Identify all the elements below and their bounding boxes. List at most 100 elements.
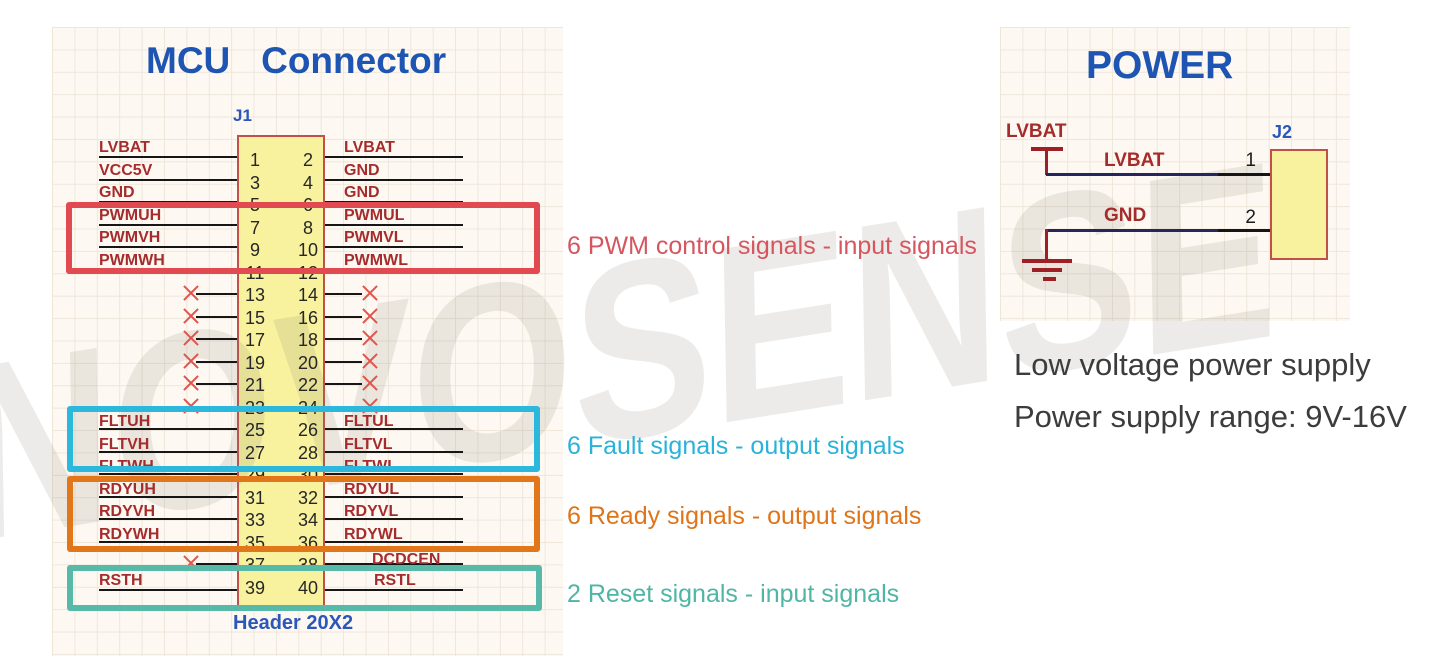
pin-number-right: 10 xyxy=(297,240,319,260)
pin-wire-left xyxy=(196,316,237,318)
j2-pin1-stub xyxy=(1218,173,1270,176)
pin-wire-right xyxy=(325,293,362,295)
pin-wire-left xyxy=(196,361,237,363)
no-connect-icon xyxy=(183,353,199,369)
net-label-left: FLTUH xyxy=(99,413,151,430)
gnd-net-label: GND xyxy=(1104,205,1147,226)
pin-number-right: 18 xyxy=(297,330,319,350)
pin-number-left: 1 xyxy=(249,150,260,170)
net-label-left: PWMWH xyxy=(99,252,165,269)
net-label-left: RSTH xyxy=(99,572,143,589)
no-connect-icon xyxy=(183,330,199,346)
pin-wire-left xyxy=(99,428,237,430)
net-label-right: DCDCEN xyxy=(372,551,441,568)
pin-number-left: 31 xyxy=(244,488,266,508)
net-label-left: RDYUH xyxy=(99,481,156,498)
j2-refdes-label: J2 xyxy=(1272,122,1293,142)
net-label-left: GND xyxy=(99,184,135,201)
net-label-right: FLTUL xyxy=(344,413,394,430)
pin-wire-right xyxy=(325,383,362,385)
net-label-right: LVBAT xyxy=(344,139,395,156)
pin-number-left: 3 xyxy=(249,173,260,193)
pin-number-left: 7 xyxy=(249,218,260,238)
pin-wire-left xyxy=(99,179,237,181)
pin-number-left: 27 xyxy=(244,443,266,463)
pin-number-left: 9 xyxy=(249,240,260,260)
pin-wire-left xyxy=(196,293,237,295)
mcu-section-title: MCU Connector xyxy=(146,40,447,81)
ground-icon-stem xyxy=(1045,229,1048,259)
pin-wire-left xyxy=(99,156,237,158)
net-label-left: PWMUH xyxy=(99,207,162,224)
pin-number-left: 17 xyxy=(244,330,266,350)
pin-wire-left xyxy=(196,338,237,340)
pin-number-right: 8 xyxy=(302,218,313,238)
no-connect-icon xyxy=(362,353,378,369)
pin-number-right: 28 xyxy=(297,443,319,463)
net-label-right: GND xyxy=(344,184,380,201)
pin-wire-right xyxy=(325,316,362,318)
no-connect-icon xyxy=(362,285,378,301)
net-label-right: PWMVL xyxy=(344,229,404,246)
no-connect-icon xyxy=(362,375,378,391)
pwm-annotation: 6 PWM control signals - input signals xyxy=(567,232,977,260)
reset-annotation: 2 Reset signals - input signals xyxy=(567,580,900,608)
fault-highlight-box xyxy=(67,406,540,472)
fault-annotation: 6 Fault signals - output signals xyxy=(567,432,905,460)
pin-number-left: 21 xyxy=(244,375,266,395)
pin-wire-right xyxy=(325,518,463,520)
pin-number-left: 13 xyxy=(244,285,266,305)
pin-wire-right xyxy=(325,541,463,543)
pin-number-right: 22 xyxy=(297,375,319,395)
net-label-right: PWMUL xyxy=(344,207,405,224)
ready-highlight-box xyxy=(67,476,540,552)
net-label-right: RDYVL xyxy=(344,503,399,520)
pin-wire-right xyxy=(325,246,463,248)
pin-wire-left xyxy=(99,541,237,543)
pwm-highlight-box xyxy=(66,202,540,274)
pin-number-right: 34 xyxy=(297,510,319,530)
lvbat-wire xyxy=(1046,173,1218,176)
net-label-right: RSTL xyxy=(374,572,416,589)
net-label-right: RDYUL xyxy=(344,481,400,498)
pin-number-right: 14 xyxy=(297,285,319,305)
net-label-right: PWMWL xyxy=(344,252,408,269)
pin-number-right: 4 xyxy=(302,173,313,193)
ground-icon-bar3 xyxy=(1043,277,1056,281)
no-connect-icon xyxy=(183,375,199,391)
ground-icon-bar2 xyxy=(1032,268,1062,272)
reset-highlight-box xyxy=(67,565,542,611)
pin-number-left: 15 xyxy=(244,308,266,328)
net-label-right: FLTVL xyxy=(344,436,393,453)
pin-number-left: 19 xyxy=(244,353,266,373)
pin-wire-left xyxy=(99,589,237,591)
net-label-left: VCC5V xyxy=(99,162,153,179)
ground-icon xyxy=(1022,259,1072,263)
pin-wire-right xyxy=(325,473,463,475)
j1-refdes-label: J1 xyxy=(233,106,252,125)
j2-pin2-number: 2 xyxy=(1245,207,1256,228)
no-connect-icon xyxy=(362,330,378,346)
pin-wire-right xyxy=(325,496,463,498)
net-label-right: RDYWL xyxy=(344,526,403,543)
j2-pin2-stub xyxy=(1218,229,1270,232)
power-caption-line2: Power supply range: 9V-16V xyxy=(1014,399,1407,434)
pin-wire-right xyxy=(325,179,463,181)
lvbat-power-port-label: LVBAT xyxy=(1006,121,1067,142)
pin-wire-right xyxy=(325,361,362,363)
pin-wire-right xyxy=(325,589,463,591)
pin-wire-left xyxy=(99,246,237,248)
pin-wire-right xyxy=(325,224,463,226)
pin-wire-right xyxy=(325,338,362,340)
pin-wire-right xyxy=(325,428,463,430)
j1-footprint-label: Header 20X2 xyxy=(233,612,354,634)
pin-wire-left xyxy=(99,518,237,520)
power-caption-line1: Low voltage power supply xyxy=(1014,347,1371,382)
j2-pin1-number: 1 xyxy=(1245,150,1256,171)
pin-wire-left xyxy=(99,496,237,498)
pin-number-right: 32 xyxy=(297,488,319,508)
pin-wire-left xyxy=(99,451,237,453)
net-label-left: RDYWH xyxy=(99,526,160,543)
j1-connector-body xyxy=(237,135,325,610)
